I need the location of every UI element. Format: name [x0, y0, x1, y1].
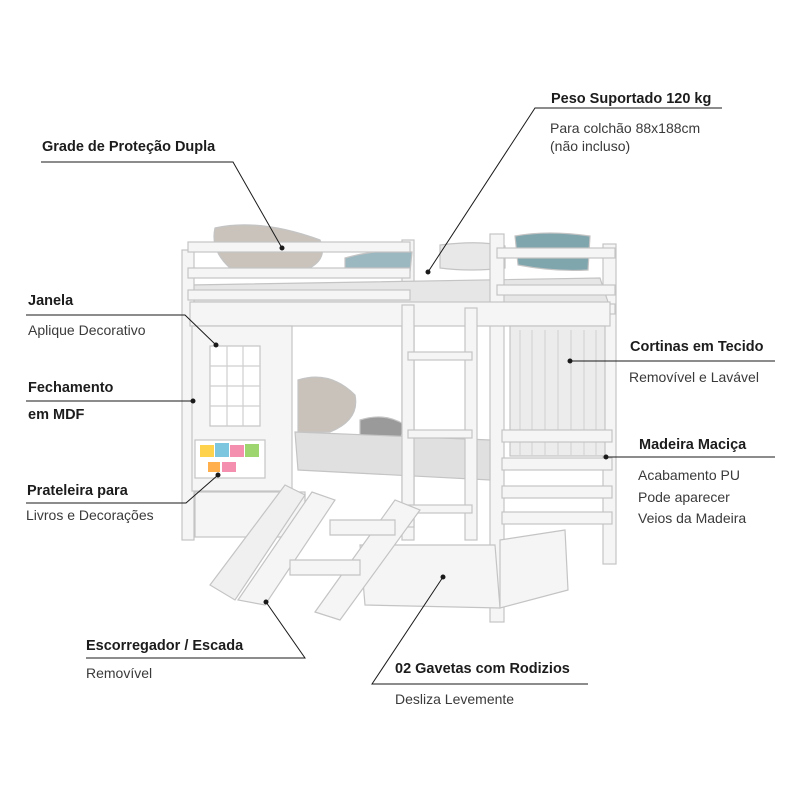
callout-lines: [26, 107, 775, 685]
madeira-sub3: Veios da Madeira: [638, 510, 747, 526]
bunk-bed: [181, 224, 617, 623]
escorregador-sub1: Removível: [86, 665, 153, 681]
peso-title: Peso Suportado 120 kg: [551, 91, 712, 107]
grade-title: Grade de Proteção Dupla: [42, 139, 216, 155]
prateleira-title: Prateleira para: [27, 483, 128, 499]
janela-title: Janela: [28, 293, 74, 309]
peso-sub2: (não incluso): [550, 138, 631, 154]
madeira-sub2: Pode aparecer: [638, 489, 730, 505]
madeira-title: Madeira Maciça: [639, 437, 747, 453]
cortinas-sub1: Removível e Lavável: [629, 369, 759, 385]
gavetas-sub1: Desliza Levemente: [395, 691, 515, 707]
fechamento-title2: em MDF: [28, 407, 85, 423]
prateleira-sub1: Livros e Decorações: [26, 507, 154, 523]
escorregador-title: Escorregador / Escada: [86, 638, 244, 654]
cortinas-title: Cortinas em Tecido: [630, 339, 764, 355]
gavetas-title: 02 Gavetas com Rodizios: [395, 661, 570, 677]
peso-sub1: Para colchão 88x188cm: [550, 120, 701, 136]
janela-sub1: Aplique Decorativo: [28, 322, 146, 338]
fechamento-title1: Fechamento: [28, 380, 114, 396]
madeira-sub1: Acabamento PU: [638, 467, 740, 483]
